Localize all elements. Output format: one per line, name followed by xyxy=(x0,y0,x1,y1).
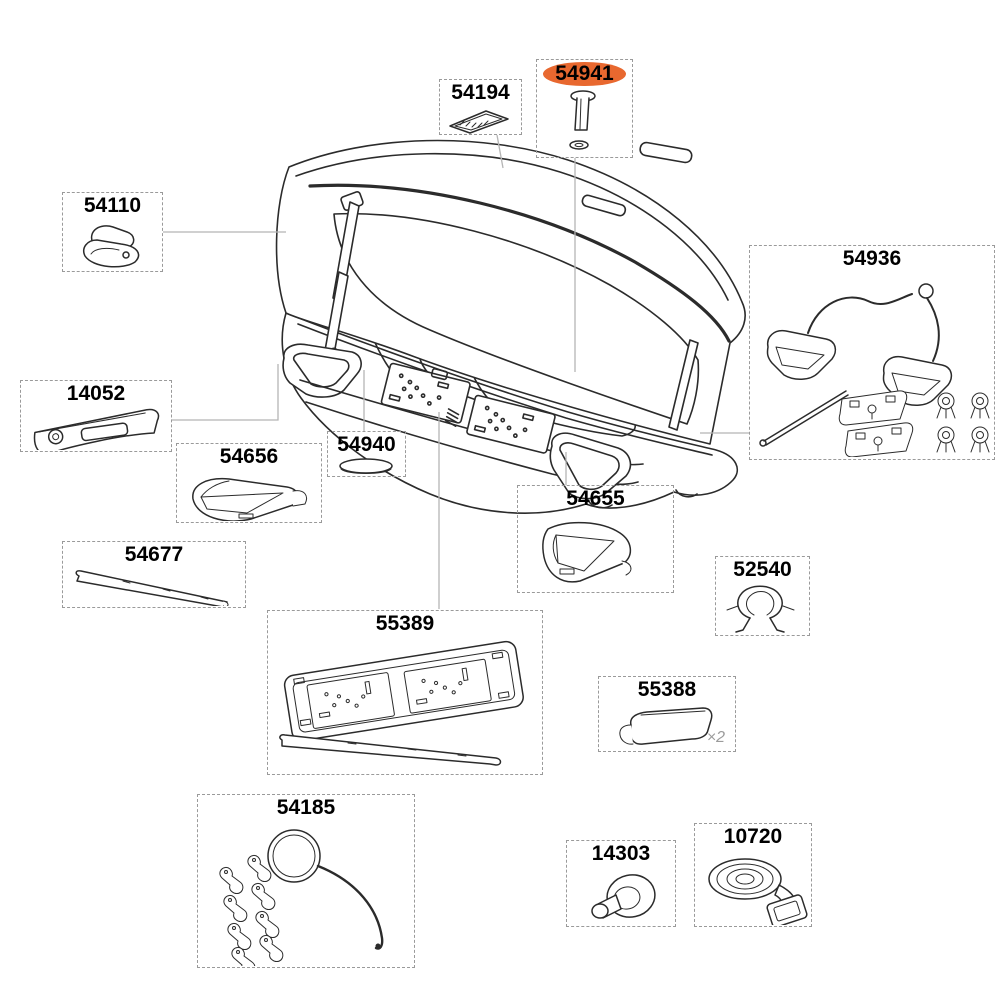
part-box-14303[interactable]: 14303 xyxy=(566,840,676,927)
lid-strut-right xyxy=(668,339,699,431)
part-box-54194[interactable]: 54194 xyxy=(439,79,522,135)
part-box-54940[interactable]: 54940 xyxy=(327,431,406,477)
bumper-left-cap xyxy=(282,343,362,398)
part-number: 54655 xyxy=(566,487,625,510)
lid-strut-left xyxy=(316,191,364,366)
part-box-54677[interactable]: 54677 xyxy=(62,541,246,608)
plate-bracket-left xyxy=(380,362,471,424)
thule-logo-plate-icon xyxy=(449,109,509,134)
part-box-14052[interactable]: 14052 xyxy=(20,380,172,452)
part-number: 55388 xyxy=(637,678,697,701)
part-box-54185[interactable]: 54185 xyxy=(197,794,415,968)
trim-strip-icon xyxy=(75,570,229,607)
part-box-55388[interactable]: 55388 ×2 xyxy=(598,676,736,752)
strap-with-buckle-icon xyxy=(708,857,808,925)
oval-cover-cap-icon xyxy=(339,458,393,475)
part-box-54941[interactable]: 54941 xyxy=(536,59,633,158)
part-number-highlighted: 54941 xyxy=(543,62,626,87)
cable-clip-icon xyxy=(726,585,795,633)
part-box-54110[interactable]: 54110 xyxy=(62,192,163,272)
part-box-52540[interactable]: 52540 xyxy=(715,556,810,636)
part-quantity: ×2 xyxy=(706,729,725,746)
part-box-10720[interactable]: 10720 xyxy=(694,823,812,927)
bolt-and-washer-icon xyxy=(569,89,596,150)
license-plate-holder-icon xyxy=(279,640,524,766)
part-box-54936[interactable]: 54936 xyxy=(749,245,995,460)
part-number: 54194 xyxy=(451,81,510,104)
bumper-end-cap-right-icon xyxy=(192,477,307,521)
part-number: 54110 xyxy=(83,194,142,217)
lock-handle-panel-icon xyxy=(33,408,160,450)
part-box-54656[interactable]: 54656 xyxy=(176,443,322,523)
lid-handle-slot xyxy=(639,141,693,164)
part-number: 54185 xyxy=(276,796,336,819)
part-number: 14052 xyxy=(66,382,126,405)
part-number: 54656 xyxy=(219,445,279,468)
bumper-end-cap-left-icon xyxy=(542,521,632,583)
part-number: 10720 xyxy=(723,825,783,848)
knob-grommet-icon xyxy=(591,874,656,919)
cord-and-cleats-kit-icon xyxy=(219,828,384,966)
part-number: 54936 xyxy=(842,247,902,270)
bumper-right-cap xyxy=(549,432,632,500)
part-box-55389[interactable]: 55389 xyxy=(267,610,543,775)
part-number: 14303 xyxy=(591,842,651,865)
part-number: 54677 xyxy=(124,543,184,566)
part-number: 55389 xyxy=(375,612,435,635)
part-number: 54940 xyxy=(337,433,396,456)
hook-lock-icon xyxy=(83,224,140,268)
lid-rim-edge xyxy=(308,183,731,343)
light-wiring-kit-icon xyxy=(759,283,990,458)
part-box-54655[interactable]: 54655 xyxy=(517,485,674,593)
plate-bracket-right xyxy=(466,394,556,454)
part-number: 52540 xyxy=(733,558,792,581)
rubber-block-icon xyxy=(619,706,713,745)
leader-lines xyxy=(163,134,749,609)
